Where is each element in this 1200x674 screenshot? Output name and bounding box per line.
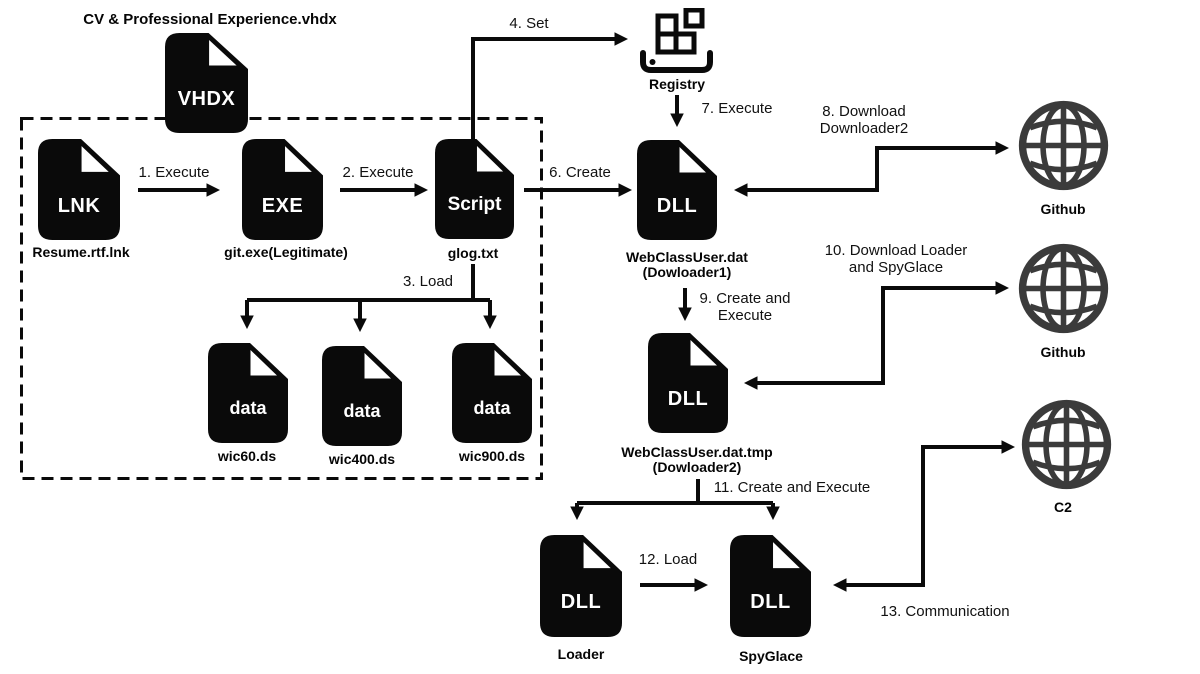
lnk-icon-text: LNK: [57, 194, 101, 217]
c2-globe-icon: [1020, 398, 1113, 491]
diagram-title: CV & Professional Experience.vhdx: [83, 11, 337, 28]
github1-label: Github: [1040, 201, 1086, 217]
step-13-label: 13. Communication: [880, 603, 1010, 620]
arrow-4-set: [471, 32, 629, 140]
step-6-label: 6. Create: [549, 164, 611, 181]
registry-label: Registry: [648, 76, 706, 92]
data3-icon-text: data: [473, 398, 511, 418]
step-12-label: 12. Load: [638, 551, 698, 568]
dll-downloader1-filename: WebClassUser.dat (Dowloader1): [626, 250, 748, 280]
step-9-line2: Execute: [717, 307, 773, 324]
github2-label: Github: [1040, 344, 1086, 360]
dll-downloader1-file-icon: DLL: [637, 140, 717, 240]
exe-file-icon: EXE: [242, 139, 323, 240]
c2-label: C2: [1054, 499, 1072, 515]
step-10-label: 10. Download Loader and SpyGlace: [825, 242, 968, 276]
step-9-label: 9. Create and Execute: [700, 290, 791, 324]
data1-icon-text: data: [229, 398, 267, 418]
registry-icon: [640, 8, 713, 73]
lnk-file-icon: LNK: [38, 139, 120, 240]
github2-globe-icon: [1017, 242, 1110, 335]
vhdx-icon-text: VHDX: [177, 88, 236, 110]
data3-file-icon: data: [452, 343, 532, 443]
dll-downloader2-filename: WebClassUser.dat.tmp (Dowloader2): [621, 445, 772, 475]
exe-icon-text: EXE: [261, 194, 304, 217]
data1-file-icon: data: [208, 343, 288, 443]
dll-downloader2-filename-line2: (Dowloader2): [652, 459, 742, 475]
spyglace-label: SpyGlace: [739, 648, 803, 664]
data1-filename: wic60.ds: [217, 448, 277, 464]
step-4-label: 4. Set: [509, 15, 549, 32]
step-11-label: 11. Create and Execute: [713, 479, 871, 496]
step-8-line1: 8. Download: [822, 103, 906, 120]
dll-downloader1-filename-line1: WebClassUser.dat: [626, 249, 748, 265]
arrow-13-communication: [832, 440, 1016, 592]
vhdx-file-icon: VHDX: [165, 33, 248, 133]
data3-filename: wic900.ds: [458, 448, 526, 464]
data2-file-icon: data: [322, 346, 402, 446]
dll-downloader1-filename-line2: (Dowloader1): [642, 264, 732, 280]
spyglace-icon-text: DLL: [750, 591, 791, 614]
step-7-label: 7. Execute: [701, 100, 773, 117]
loader-icon-text: DLL: [560, 591, 602, 614]
data2-icon-text: data: [343, 401, 381, 421]
script-icon-text: Script: [447, 194, 502, 215]
step-10-line2: and SpyGlace: [848, 259, 944, 276]
dll-downloader2-filename-line1: WebClassUser.dat.tmp: [621, 444, 773, 460]
step-2-label: 2. Execute: [342, 164, 414, 181]
arrow-10-download-loader-spyglace: [743, 281, 1010, 390]
lnk-filename: Resume.rtf.lnk: [32, 244, 130, 260]
github1-globe-icon: [1017, 99, 1110, 192]
loader-label: Loader: [557, 646, 605, 662]
step-8-line2: Downloader2: [819, 120, 909, 137]
script-file-icon: Script: [435, 139, 514, 239]
step-9-line1: 9. Create and: [699, 290, 791, 307]
dll-downloader2-icon-text: DLL: [667, 388, 709, 410]
data2-filename: wic400.ds: [328, 451, 396, 467]
step-1-label: 1. Execute: [138, 164, 210, 181]
step-3-label: 3. Load: [402, 273, 454, 290]
script-filename: glog.txt: [447, 245, 499, 261]
step-10-line1: 10. Download Loader: [824, 242, 968, 259]
dll-downloader1-icon-text: DLL: [656, 195, 698, 217]
exe-filename: git.exe(Legitimate): [224, 244, 348, 260]
arrow-8-download-downloader2: [733, 141, 1010, 197]
spyglace-file-icon: DLL: [730, 535, 811, 637]
vhdx-contents-dashed-box: [20, 117, 543, 480]
step-8-label: 8. Download Downloader2: [820, 103, 908, 137]
loader-file-icon: DLL: [540, 535, 622, 637]
dll-downloader2-file-icon: DLL: [648, 333, 728, 433]
